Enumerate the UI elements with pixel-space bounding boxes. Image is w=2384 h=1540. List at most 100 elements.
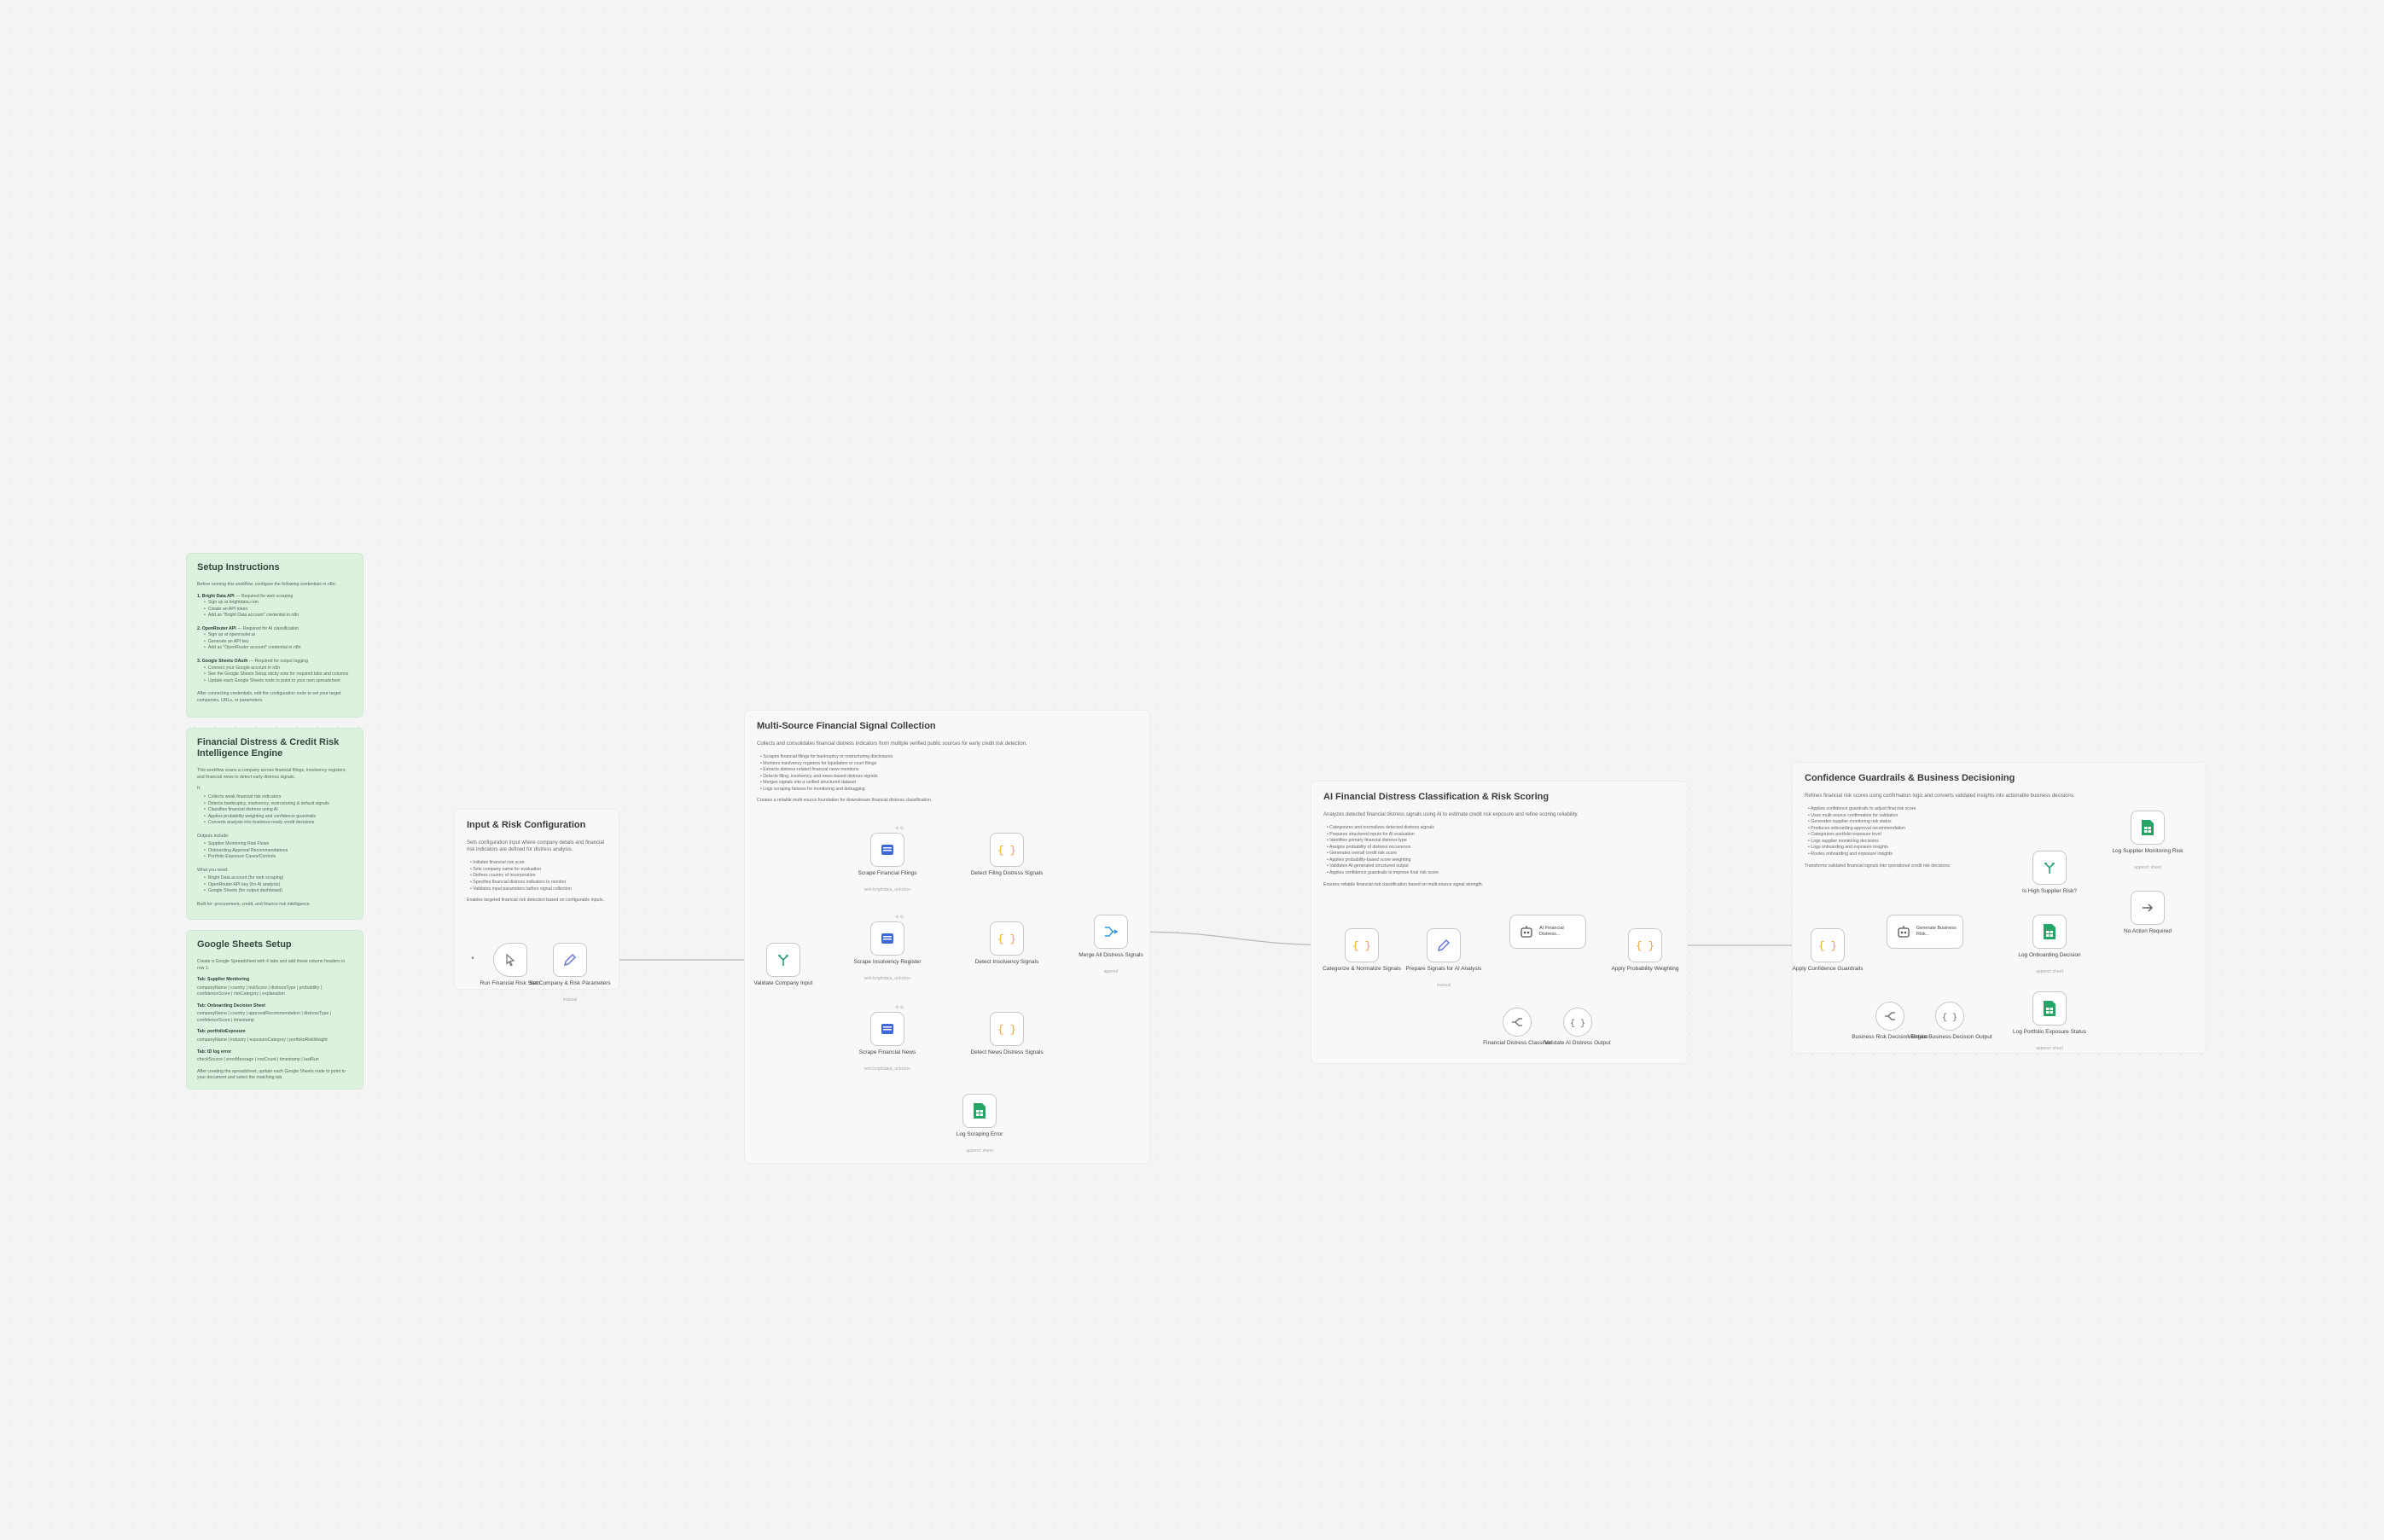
node-inline-label: AI Financial Distress... xyxy=(1539,926,1564,937)
node-generate[interactable]: Generate Business Risk... xyxy=(1887,915,1963,949)
node-filings[interactable]: ⊙ ⊙ xyxy=(870,826,904,867)
sticky-body: This workflow scans a company across fin… xyxy=(197,768,352,908)
sticky-title: AI Financial Distress Classification & R… xyxy=(1323,792,1550,802)
node-label: No Action Required xyxy=(2123,928,2172,934)
sticky-signal-collection[interactable]: Multi-Source Financial Signal Collection… xyxy=(744,710,1150,1164)
parser-icon: { } xyxy=(1571,1015,1584,1029)
node-run[interactable] xyxy=(493,943,527,977)
node-aifin[interactable]: AI Financial Distress... xyxy=(1509,915,1586,949)
node-ishigh[interactable] xyxy=(2032,851,2067,885)
node-label: Set Company & Risk Parameters xyxy=(529,980,611,986)
node-label: Business Risk Decision Engine xyxy=(1852,1034,1928,1040)
arrow-right-icon xyxy=(2140,900,2155,915)
node-dnews[interactable]: { } xyxy=(990,1012,1024,1046)
brightdata-icon xyxy=(880,1021,895,1037)
brightdata-icon xyxy=(880,842,895,857)
node-model2[interactable] xyxy=(1875,1002,1904,1031)
node-label: Run Financial Risk Scan xyxy=(480,980,541,986)
sticky-note: Ensures reliable financial risk classifi… xyxy=(1323,881,1484,887)
node-subtitle: manual xyxy=(562,997,578,1002)
node-validate[interactable] xyxy=(766,943,800,977)
node-subtitle: append: sheet xyxy=(2036,1046,2063,1051)
sticky-ai-classification[interactable]: AI Financial Distress Classification & R… xyxy=(1311,781,1688,1064)
node-prepare[interactable] xyxy=(1427,928,1461,962)
node-applyconf[interactable]: { } xyxy=(1811,928,1845,962)
sticky-engine-overview[interactable]: Financial Distress & Credit Risk Intelli… xyxy=(186,728,363,920)
if-icon xyxy=(2042,860,2057,875)
node-subtitle: append: sheet xyxy=(2036,969,2063,974)
robot-icon xyxy=(1896,924,1911,939)
node-parser2[interactable]: { } xyxy=(1935,1002,1964,1031)
svg-text:{ }: { } xyxy=(1637,940,1654,952)
code-icon: { } xyxy=(1819,938,1836,953)
sticky-title: Setup Instructions xyxy=(197,562,280,572)
node-label: Apply Probability Weighting xyxy=(1611,966,1679,972)
node-badge: ⊙ ⊙ xyxy=(895,1005,904,1010)
list-head: It: xyxy=(197,786,201,792)
node-subtitle: append: sheet xyxy=(966,1148,993,1154)
svg-text:{ }: { } xyxy=(1571,1019,1584,1029)
sheets-icon xyxy=(2043,1000,2056,1017)
sticky-title: Input & Risk Configuration xyxy=(467,820,586,830)
sticky-google-sheets-setup[interactable]: Google Sheets Setup Create a Google Spre… xyxy=(186,930,363,1090)
node-label: Scrape Financial News xyxy=(858,1049,916,1055)
sticky-desc: Sets configuration input where company d… xyxy=(467,840,605,853)
sticky-list: Applies confidence guardrails to adjust … xyxy=(1808,806,2194,857)
node-label: Validate Business Decision Output xyxy=(1907,1034,1992,1040)
node-label: Detect Filing Distress Signals xyxy=(970,870,1044,876)
sticky-title: Multi-Source Financial Signal Collection xyxy=(757,721,936,731)
node-applyprob[interactable]: { } xyxy=(1628,928,1662,962)
node-label: Validate Company Input xyxy=(753,980,813,986)
sticky-intro: This workflow scans a company across fin… xyxy=(197,768,347,780)
node-parser1[interactable]: { } xyxy=(1563,1008,1592,1037)
node-noaction[interactable] xyxy=(2131,891,2165,925)
code-icon: { } xyxy=(998,1021,1015,1037)
pencil-icon xyxy=(1436,938,1451,953)
sticky-title: Google Sheets Setup xyxy=(197,939,292,950)
sticky-note: Creates a reliable multi-source foundati… xyxy=(757,798,933,804)
svg-text:{ }: { } xyxy=(1353,940,1370,952)
sticky-input-config[interactable]: Input & Risk Configuration Sets configur… xyxy=(454,809,619,990)
node-merge[interactable] xyxy=(1094,915,1128,949)
node-label: Scrape Insolvency Register xyxy=(853,959,922,965)
setup-section: 1. Bright Data API — Required for web sc… xyxy=(197,594,352,619)
node-set[interactable] xyxy=(553,943,587,977)
node-logport[interactable] xyxy=(2032,991,2067,1026)
sheets-icon xyxy=(2043,923,2056,940)
node-insolv[interactable]: ⊙ ⊙ xyxy=(870,915,904,956)
sticky-footer: After creating the spreadsheet, update e… xyxy=(197,1068,346,1081)
node-model1[interactable] xyxy=(1503,1008,1532,1037)
svg-text:{ }: { } xyxy=(998,1024,1015,1036)
sticky-note: Enables targeted financial risk detectio… xyxy=(467,898,604,904)
node-dfiling[interactable]: { } xyxy=(990,833,1024,867)
node-badge: ⊙ ⊙ xyxy=(895,826,904,831)
node-categorize[interactable]: { } xyxy=(1345,928,1379,962)
node-subtitle: append: sheet xyxy=(2134,865,2161,870)
sticky-intro: Before running this workflow, configure … xyxy=(197,582,336,588)
sticky-setup-instructions[interactable]: Setup Instructions Before running this w… xyxy=(186,553,363,718)
code-icon: { } xyxy=(998,842,1015,857)
merge-icon xyxy=(1103,924,1119,939)
openrouter-icon xyxy=(1510,1015,1524,1029)
node-dinsolv[interactable]: { } xyxy=(990,921,1024,956)
node-logscrape[interactable] xyxy=(962,1094,997,1128)
node-subtitle: web:brightdata_unlocker xyxy=(863,887,911,892)
pointer-icon xyxy=(503,952,518,968)
sticky-title: Financial Distress & Credit Risk Intelli… xyxy=(197,737,340,759)
node-logsupp[interactable] xyxy=(2131,811,2165,845)
setup-section: 2. OpenRouter API — Required for AI clas… xyxy=(197,626,352,652)
node-news[interactable]: ⊙ ⊙ xyxy=(870,1005,904,1046)
node-label: Detect News Distress Signals xyxy=(970,1049,1044,1055)
add-trigger-handle[interactable]: • xyxy=(471,954,474,963)
node-label: Merge All Distress Signals xyxy=(1079,952,1143,958)
node-logonb[interactable] xyxy=(2032,915,2067,949)
svg-text:{ }: { } xyxy=(1819,940,1836,952)
node-inline-label: Generate Business Risk... xyxy=(1916,926,1957,937)
sticky-list: Scrapes financial filings for bankruptcy… xyxy=(760,754,1137,793)
node-label: Categorize & Normalize Signals xyxy=(1323,966,1401,972)
sticky-footer: After connecting credentials, edit the c… xyxy=(197,691,341,703)
sticky-list: Initiates financial risk scanSets compan… xyxy=(470,860,607,892)
sticky-body: Before running this workflow, configure … xyxy=(197,582,352,704)
sticky-body: Create a Google Spreadsheet with 4 tabs … xyxy=(197,959,352,1081)
